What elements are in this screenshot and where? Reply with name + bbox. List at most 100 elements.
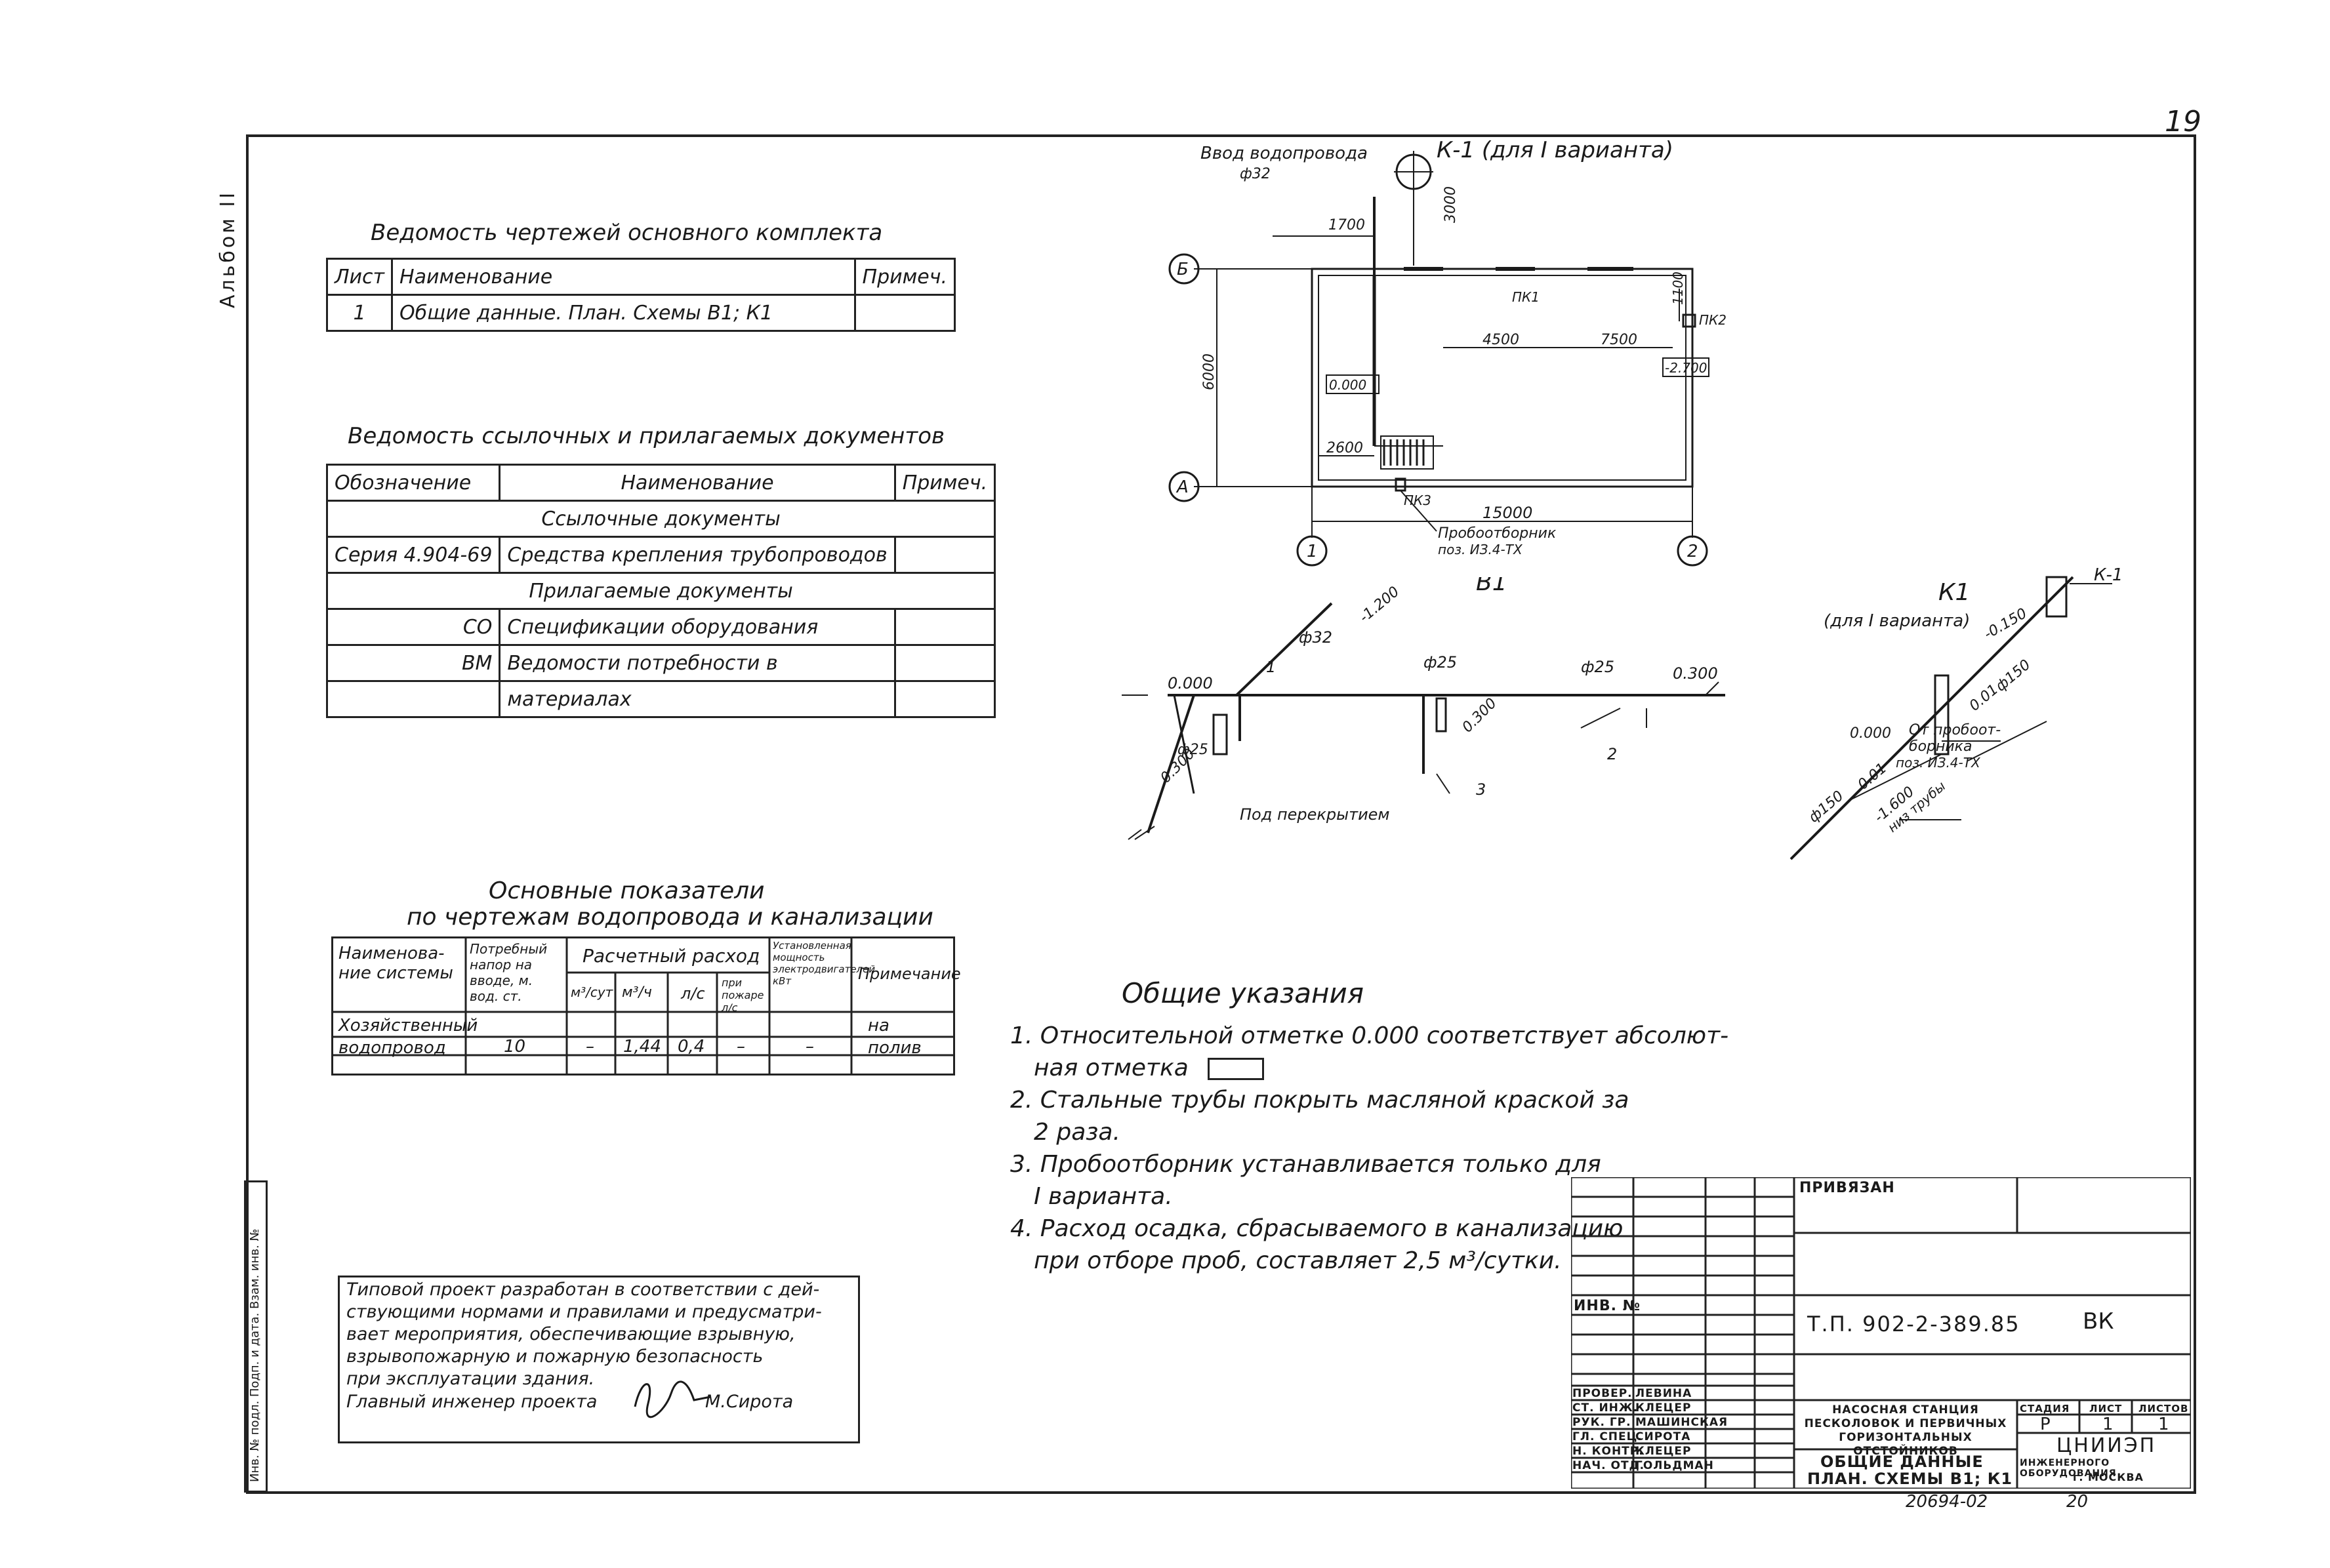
mark-0000: 0.000	[1329, 377, 1366, 393]
b1-l-0300a: 0.300	[1673, 664, 1718, 683]
tb-stage: Р	[2040, 1415, 2051, 1434]
b1-l-0300c: 0.300	[1460, 695, 1500, 736]
b1-l-d25c: ф25	[1177, 742, 1208, 758]
indicators-title-1: Основные показатели	[489, 877, 765, 904]
typical-project-box	[338, 1276, 860, 1443]
tb-role-6: НАЧ. ОТД.	[1572, 1459, 1645, 1472]
references-table: Обозначение Наименование Примеч. Ссылочн…	[325, 464, 996, 718]
ind-h-sub-4: при пожаре л/с	[722, 976, 764, 1014]
references-title: Ведомость ссылочных и прилагаемых докуме…	[348, 423, 945, 449]
ind-val-fire: –	[737, 1037, 745, 1056]
note-2b: 2 раза.	[1034, 1119, 1120, 1146]
b1-title: В1	[1476, 577, 1507, 596]
k1-title: К1	[1938, 579, 1970, 606]
tb-role-3: РУК. ГР.	[1572, 1416, 1631, 1429]
drawings-list-title: Ведомость чертежей основного комплекта	[371, 220, 883, 246]
ind-h-note: Примечание	[858, 965, 961, 983]
side-stamp-text: Инв. № подл. Подп. и дата. Взам. инв. №	[248, 1228, 262, 1482]
tb-role-2: СТ. ИНЖ.	[1572, 1401, 1639, 1415]
sheet-number: 19	[2165, 105, 2201, 138]
k1-from-1: От пробоот-	[1909, 722, 2001, 738]
ref-h-name: Наименование	[499, 464, 896, 502]
signature-scribble	[628, 1374, 714, 1422]
axis-b: Б	[1177, 260, 1189, 279]
ref-note-2	[893, 608, 996, 646]
tb-role-5: Н. КОНТР.	[1572, 1445, 1644, 1458]
ind-val-hour: 1,44	[623, 1037, 661, 1056]
ind-h-head: Потребный напор на вводе, м. вод. ст.	[470, 941, 548, 1004]
ind-h-power: Установленная мощность электродвигателей…	[773, 940, 876, 987]
ref-note-1	[893, 536, 996, 574]
scheme-b1: В1 ф32 -1.200 ф25 ф25 0.300 0.000 ф25 0.…	[1122, 577, 1725, 840]
b1-l-1200: -1.200	[1357, 584, 1402, 626]
note-3b: I варианта.	[1034, 1183, 1173, 1210]
plan-drawing: К-1 (для I варианта) Ввод водопровода ф3…	[1168, 137, 1727, 567]
note-2a: 2. Стальные трубы покрыть масляной краск…	[1010, 1087, 1629, 1114]
b1-under-floor: Под перекрытием	[1240, 805, 1390, 824]
tb-inv: ИНВ. №	[1574, 1298, 1641, 1314]
ref-name-2: Спецификации оборудования	[499, 608, 896, 646]
ind-val-head: 10	[504, 1037, 526, 1056]
plan-title: К-1 (для I варианта)	[1437, 137, 1673, 163]
k1-l-0150: -0.150	[1982, 605, 2030, 643]
dim-1100: 1100	[1670, 271, 1686, 305]
tb-name-1: ЛЕВИНА	[1635, 1387, 1692, 1400]
k1-l-d150a: ф150	[1993, 656, 2034, 694]
ref-h-note: Примеч.	[893, 464, 996, 502]
tb-sheet: 1	[2102, 1415, 2114, 1434]
tb-org-1: ЦНИИЭП	[2056, 1434, 2157, 1457]
ind-note-1: на	[868, 1016, 889, 1035]
notes-lines: 1. Относительной отметке 0.000 соответст…	[1010, 1020, 1728, 1277]
engineer-label: Главный инженер проекта	[346, 1392, 598, 1412]
cell-name: Общие данные. План. Схемы В1; К1	[391, 294, 856, 332]
ind-h-sub-2: м³/ч	[622, 984, 652, 1001]
mark-2700: -2.700	[1665, 360, 1707, 376]
k1-from-2: борника	[1909, 738, 1972, 755]
dim-4500: 4500	[1482, 332, 1519, 348]
notes-title: Общие указания	[1122, 977, 1364, 1009]
b1-l-d25a: ф25	[1423, 653, 1457, 672]
dim-2600: 2600	[1326, 440, 1363, 456]
tb-name-3: МАШИНСКАЯ	[1635, 1416, 1728, 1429]
plan-input-dia: ф32	[1240, 166, 1271, 182]
plan-input-label: Ввод водопровода	[1200, 144, 1368, 163]
note-4b: при отборе проб, составляет 2,5 м³/сутки…	[1034, 1247, 1562, 1274]
note-4a: 4. Расход осадка, сбрасываемого в канали…	[1010, 1215, 1624, 1242]
ind-h-flow: Расчетный расход	[582, 945, 760, 967]
indicators-table: Наименова-ние системы Потребный напор на…	[331, 936, 961, 1075]
dim-1700: 1700	[1328, 217, 1365, 233]
axis-2: 2	[1687, 542, 1698, 561]
tb-org-2: ИНЖЕНЕРНОГО ОБОРУДОВАНИЯ	[2020, 1458, 2117, 1479]
ind-val-ls: 0,4	[678, 1037, 705, 1056]
note-1a: 1. Относительной отметке 0.000 соответст…	[1010, 1022, 1729, 1049]
b1-l-d32: ф32	[1299, 628, 1332, 647]
title-block: ПРИВЯЗАН ИНВ. № Т.П. 902-2-389.85 ВК ПРО…	[1571, 1177, 2191, 1489]
tb-bound: ПРИВЯЗАН	[1799, 1180, 1895, 1196]
k1-riser: К-1	[2094, 565, 2123, 585]
tb-sheet-h: ЛИСТ	[2089, 1403, 2123, 1415]
k1-subtitle: (для I варианта)	[1824, 611, 1970, 631]
dim-15000: 15000	[1482, 504, 1532, 522]
tb-doc-title-2: ПЛАН. СХЕМЫ В1; К1	[1807, 1470, 2013, 1488]
col-sheet: Лист	[325, 258, 394, 296]
axis-a: А	[1175, 477, 1189, 497]
dim-3000: 3000	[1442, 186, 1459, 223]
ref-code-3: ВМ	[325, 644, 501, 682]
tb-name-6: ГОЛЬДМАН	[1635, 1459, 1714, 1472]
k1-from-3: поз. ИЗ.4-ТХ	[1896, 755, 1981, 771]
cell-sheet: 1	[325, 294, 394, 332]
tb-org-3: г. МОСКВА	[2073, 1471, 2144, 1483]
ref-name-1: Средства крепления трубопроводов	[499, 536, 896, 574]
engineer-name: М.Сирота	[705, 1392, 794, 1412]
ind-val-power: –	[806, 1037, 814, 1056]
axis-1: 1	[1307, 542, 1318, 561]
side-stamp	[244, 1180, 268, 1493]
tb-name-4: СИРОТА	[1635, 1430, 1691, 1443]
ind-val-day: –	[586, 1037, 594, 1056]
scheme-k1: К-1 К1 (для I варианта) -0.150 ф150 0.00…	[1789, 565, 2123, 860]
tb-sheets: 1	[2158, 1415, 2169, 1434]
ind-h-sub-3: л/с	[681, 984, 705, 1003]
note-3a: 3. Пробоотборник устанавливается только …	[1010, 1151, 1601, 1178]
b1-l-0000: 0.000	[1168, 674, 1213, 693]
well-pk3: ПК3	[1404, 493, 1431, 508]
